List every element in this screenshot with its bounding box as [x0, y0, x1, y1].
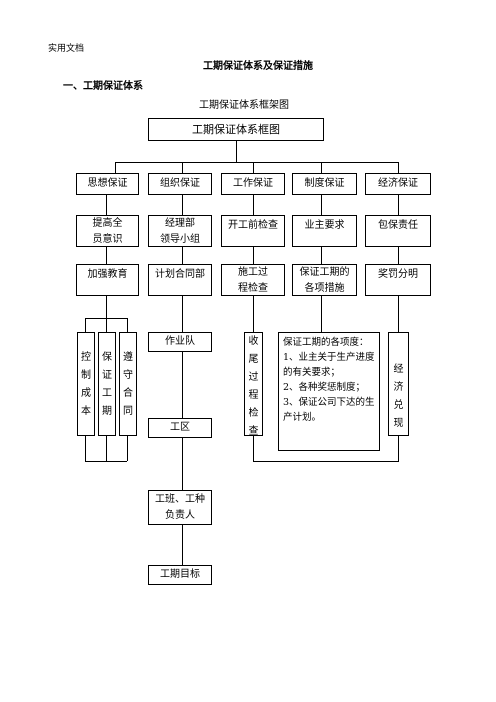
vbox-ensure-period: 保 证 工 期	[98, 332, 116, 436]
box-work-team: 作业队	[148, 332, 212, 352]
box-schedule-measures: 保证工期的 各项措施	[292, 264, 357, 296]
crew-leader-line1: 工班、工种	[155, 494, 205, 505]
schedule-measures-line1: 保证工期的	[299, 267, 350, 278]
box-work-area: 工区	[148, 418, 212, 438]
box-raise-awareness: 提高全 员意识	[76, 215, 139, 247]
schedule-measures-line2: 各项措施	[304, 283, 345, 294]
work-area-label: 工区	[170, 422, 190, 433]
pre-start-check-label: 开工前检查	[228, 220, 278, 231]
category-system-label: 制度保证	[304, 178, 345, 189]
root-box: 工期保证体系框图	[148, 118, 324, 141]
category-system: 制度保证	[292, 173, 357, 195]
box-process-check: 施工过 程检查	[221, 264, 285, 296]
vchar: 制	[81, 370, 91, 381]
vchar: 合	[123, 388, 133, 399]
vchar: 期	[102, 406, 112, 417]
box-crew-leader: 工班、工种 负责人	[148, 490, 212, 525]
box-schedule-items: 保证工期的各项度： 1、业主关于生产进度 的有关要求； 2、各种奖惩制度； 3、…	[278, 332, 380, 451]
vchar: 遵	[123, 352, 133, 363]
vchar: 经	[393, 364, 404, 375]
item-line: 产计划。	[283, 412, 322, 423]
category-work-label: 工作保证	[233, 178, 273, 189]
root-label: 工期保证体系框图	[192, 123, 280, 136]
vbox-control-cost: 控 制 成 本	[77, 332, 95, 436]
box-leadership-group: 经理部 领导小组	[148, 215, 212, 247]
vbox-finish-check: 收 尾 过 程 检 查	[244, 332, 263, 437]
category-economic: 经济保证	[365, 173, 431, 195]
box-pre-start-check: 开工前检查	[221, 215, 285, 247]
doc-type-label: 实用文档	[48, 44, 85, 54]
category-work: 工作保证	[221, 173, 285, 195]
vchar: 过	[248, 372, 259, 383]
box-schedule-target: 工期目标	[148, 565, 212, 585]
vchar: 证	[102, 370, 112, 381]
category-economic-label: 经济保证	[378, 178, 418, 189]
vchar: 兑	[393, 400, 404, 411]
category-thought: 思想保证	[76, 173, 139, 195]
vchar: 检	[248, 408, 259, 419]
item-line: 保证工期的各项度：	[283, 337, 369, 348]
vbox-economic-cash: 经 济 兑 现	[388, 332, 409, 436]
vchar: 保	[102, 352, 112, 363]
raise-awareness-line1: 提高全	[92, 218, 123, 229]
box-owner-requirements: 业主要求	[292, 215, 357, 247]
category-thought-label: 思想保证	[87, 178, 128, 189]
leadership-group-line2: 领导小组	[160, 234, 200, 245]
responsibility-label: 包保责任	[378, 220, 418, 231]
vchar: 同	[123, 406, 133, 417]
process-check-line1: 施工过	[238, 267, 268, 278]
rewards-penalties-label: 奖罚分明	[378, 269, 418, 280]
vchar: 现	[393, 418, 404, 429]
vchar: 收	[248, 336, 259, 347]
item-line: 3、保证公司下达的生	[283, 397, 375, 408]
item-line: 的有关要求；	[283, 367, 341, 378]
category-organization: 组织保证	[148, 173, 212, 195]
item-line: 2、各种奖惩制度；	[283, 382, 366, 393]
leadership-group-line1: 经理部	[165, 218, 195, 229]
box-education: 加强教育	[76, 264, 139, 296]
vchar: 守	[123, 370, 133, 381]
vchar: 控	[81, 352, 91, 363]
vchar: 程	[248, 390, 259, 401]
education-label: 加强教育	[87, 269, 128, 280]
raise-awareness-line2: 员意识	[92, 234, 123, 245]
vchar: 本	[81, 406, 91, 417]
box-responsibility: 包保责任	[365, 215, 431, 247]
section-heading: 一、工期保证体系	[63, 81, 143, 92]
vchar: 工	[102, 388, 112, 399]
vchar: 查	[248, 426, 259, 437]
box-planning-contract: 计划合同部	[148, 264, 212, 296]
planning-contract-label: 计划合同部	[155, 269, 205, 280]
vchar: 尾	[248, 354, 259, 365]
page-title: 工期保证体系及保证措施	[203, 61, 313, 72]
category-organization-label: 组织保证	[160, 178, 200, 189]
crew-leader-line2: 负责人	[165, 510, 195, 521]
item-line: 1、业主关于生产进度	[283, 352, 375, 363]
vchar: 济	[393, 382, 404, 393]
owner-requirements-label: 业主要求	[304, 220, 345, 231]
work-team-label: 作业队	[165, 336, 195, 347]
diagram-caption: 工期保证体系框架图	[199, 100, 289, 111]
vchar: 成	[81, 388, 91, 399]
box-rewards-penalties: 奖罚分明	[365, 264, 431, 296]
schedule-target-label: 工期目标	[160, 569, 200, 580]
vbox-obey-contract: 遵 守 合 同	[119, 332, 137, 436]
process-check-line2: 程检查	[238, 283, 268, 294]
